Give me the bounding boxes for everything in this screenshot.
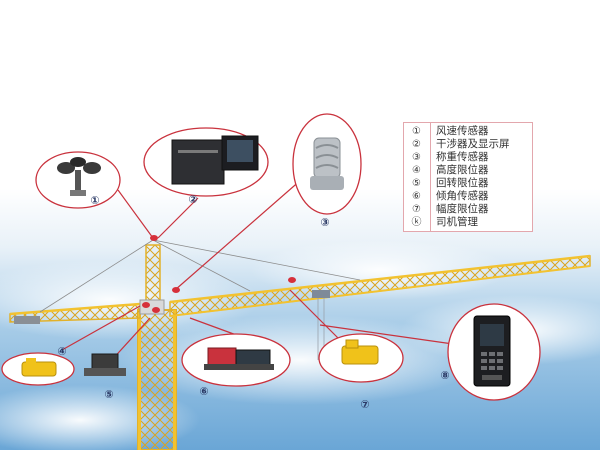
legend-box: ① ② ③ ④ ⑤ ⑥ ⑦ ⓚ 风速传感器 干涉器及显示屏 称重传感器 高度限位… bbox=[403, 122, 533, 232]
callout-4: ④ bbox=[57, 345, 67, 358]
leader-lines bbox=[61, 171, 461, 363]
legend-marker: ⑤ bbox=[412, 178, 421, 189]
callout-1: ① bbox=[90, 194, 100, 207]
tie-cables bbox=[39, 239, 361, 313]
weight-sensor-device bbox=[310, 137, 344, 190]
driver-management-terminal-device bbox=[473, 315, 511, 387]
legend-label-slewing-limiter: 回转限位器 bbox=[436, 177, 489, 189]
sensor-markers bbox=[142, 235, 296, 313]
legend-label-tilt-sensor: 倾角传感器 bbox=[436, 190, 489, 202]
radius-limiter-device bbox=[341, 339, 379, 365]
legend-marker: ⓚ bbox=[411, 217, 422, 228]
height-limiter-device bbox=[21, 358, 57, 377]
slewing-limiter-device bbox=[84, 353, 126, 376]
legend-marker: ③ bbox=[412, 152, 421, 163]
legend-marker: ② bbox=[412, 139, 421, 150]
legend-label-driver-management: 司机管理 bbox=[436, 216, 478, 228]
callout-2: ② bbox=[188, 193, 198, 206]
tilt-sensor-device bbox=[204, 347, 274, 370]
trolley bbox=[312, 290, 330, 298]
legend-label-weight-sensor: 称重传感器 bbox=[436, 151, 489, 163]
callout-6: ⑥ bbox=[199, 385, 209, 398]
anti-collision-display-device bbox=[171, 135, 259, 185]
legend-marker: ⑥ bbox=[412, 191, 421, 202]
callout-3: ③ bbox=[320, 216, 330, 229]
legend-label-interference-display: 干涉器及显示屏 bbox=[436, 138, 510, 150]
callout-5: ⑤ bbox=[104, 388, 114, 401]
legend-number-column: ① ② ③ ④ ⑤ ⑥ ⑦ ⓚ bbox=[404, 123, 431, 231]
wind-speed-sensor-device bbox=[57, 157, 101, 196]
legend-label-wind-speed-sensor: 风速传感器 bbox=[436, 125, 489, 137]
callout-8: ⑧ bbox=[440, 369, 450, 382]
legend-label-radius-limiter: 幅度限位器 bbox=[436, 203, 489, 215]
crane-jib bbox=[169, 254, 591, 317]
legend-marker: ④ bbox=[412, 165, 421, 176]
legend-marker: ⑦ bbox=[412, 204, 421, 215]
crane-counter-jib bbox=[9, 302, 141, 324]
legend-label-height-limiter: 高度限位器 bbox=[436, 164, 489, 176]
crane-mast bbox=[137, 244, 177, 450]
legend-marker: ① bbox=[412, 126, 421, 137]
callout-7: ⑦ bbox=[360, 398, 370, 411]
